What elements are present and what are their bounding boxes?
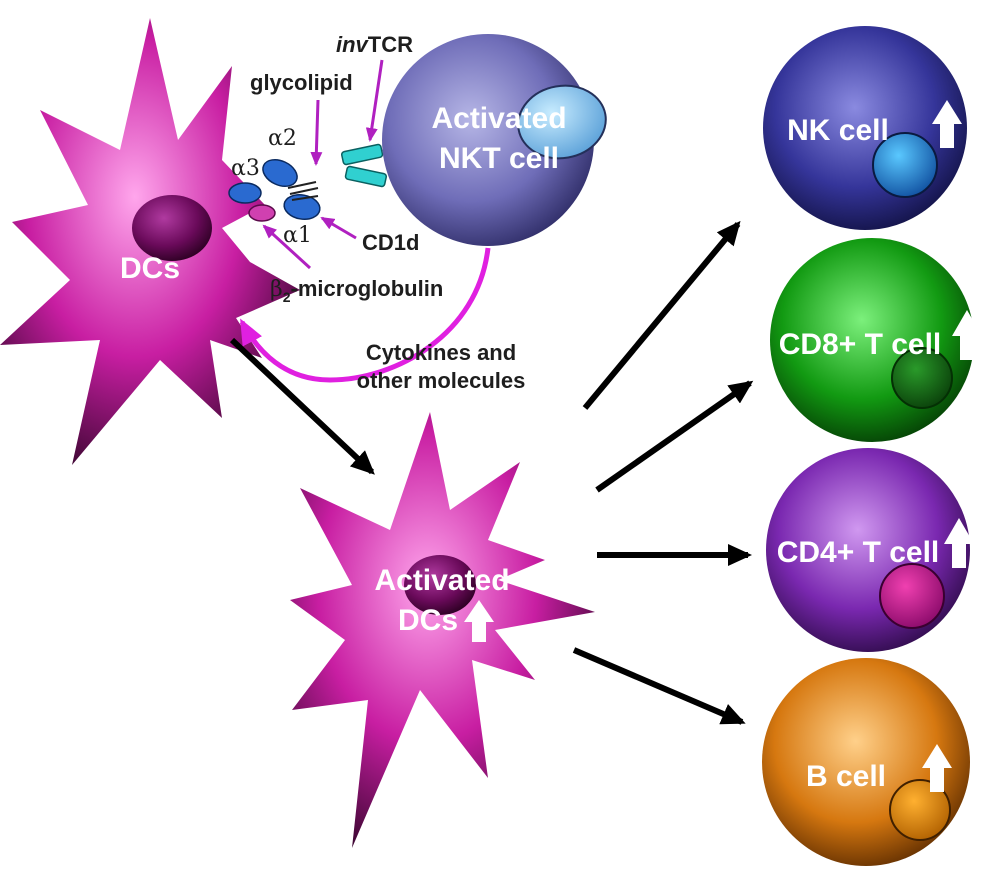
nk-cell-label: NK cell: [787, 114, 889, 147]
alpha3-label: α3: [231, 156, 260, 181]
cd1d-pointer: [320, 216, 357, 240]
nkt-label-line1: Activated: [431, 102, 566, 135]
nk-cell-nucleus: [872, 132, 938, 198]
arrow-to-b-cell: [572, 647, 746, 725]
invtcr-receptor: [340, 143, 388, 188]
tcr-chain: [344, 165, 388, 188]
cd8-cell-label: CD8+ T cell: [779, 328, 942, 361]
cytokines-label-line2: other molecules: [357, 368, 526, 393]
cd1d-alpha2-domain: [262, 158, 298, 188]
cd1d-alpha1-domain: [283, 194, 321, 220]
nkt-label-line2: NKT cell: [439, 142, 559, 175]
cd1d-molecule: [228, 158, 321, 222]
activated-dendritic-cell: Activated DCs: [290, 412, 595, 848]
activated-dcs-label-line1: Activated: [374, 564, 509, 597]
alpha2-label: α2: [268, 126, 297, 151]
cytokines-label-line1: Cytokines and: [366, 340, 516, 365]
annotation-arrows: [262, 59, 384, 270]
cd4-cell-label: CD4+ T cell: [777, 536, 940, 569]
nkt-cell-body: [382, 34, 594, 246]
invtcr-pointer: [365, 59, 384, 142]
cytokine-feedback-arrow: [239, 247, 491, 383]
alpha1-label: α1: [283, 223, 312, 248]
dc-activation-arrow: [229, 337, 375, 475]
dendritic-cell-nucleus: [132, 195, 212, 261]
up-arrow-icon: [952, 310, 982, 360]
nk-cell: NK cell: [763, 26, 967, 230]
cd8-cell-nucleus: [891, 347, 953, 409]
arrow-to-nk-cell: [582, 220, 741, 410]
tcr-chain: [340, 143, 384, 166]
dendritic-cell: DCs: [0, 18, 300, 465]
dcs-label: DCs: [120, 252, 180, 285]
activated-nkt-cell: Activated NKT cell: [382, 34, 607, 246]
activated-dcs-label-line2: DCs: [398, 604, 458, 637]
activated-dc-nucleus: [404, 555, 476, 615]
activated-dc-body: [290, 412, 595, 848]
nkt-cell-nucleus: [517, 84, 607, 160]
b2m-domain: [248, 204, 276, 222]
glycolipid-label: glycolipid: [250, 70, 353, 95]
cd1d-label: CD1d: [362, 230, 419, 255]
cd8-t-cell: CD8+ T cell: [770, 238, 982, 442]
up-arrow-icon: [922, 744, 952, 792]
b2m-label: β2-microglobulin: [270, 276, 443, 305]
b-cell: B cell: [762, 658, 970, 866]
glycolipid-chains: [287, 181, 319, 201]
cd4-t-cell: CD4+ T cell: [766, 448, 974, 652]
cd4-cell-nucleus: [879, 563, 945, 629]
b-cell-nucleus: [889, 779, 951, 841]
b2m-pointer: [262, 224, 312, 270]
cd1d-alpha3-domain: [228, 182, 262, 204]
up-arrow-icon: [932, 100, 962, 148]
effector-arrows: [572, 220, 754, 725]
up-arrow-icon: [464, 600, 494, 642]
b-cell-label: B cell: [806, 760, 886, 793]
up-arrow-icon: [944, 518, 974, 568]
arrow-to-cd8-cell: [595, 380, 754, 493]
invtcr-label: invTCR: [336, 32, 413, 57]
glycolipid-pointer: [310, 99, 323, 166]
